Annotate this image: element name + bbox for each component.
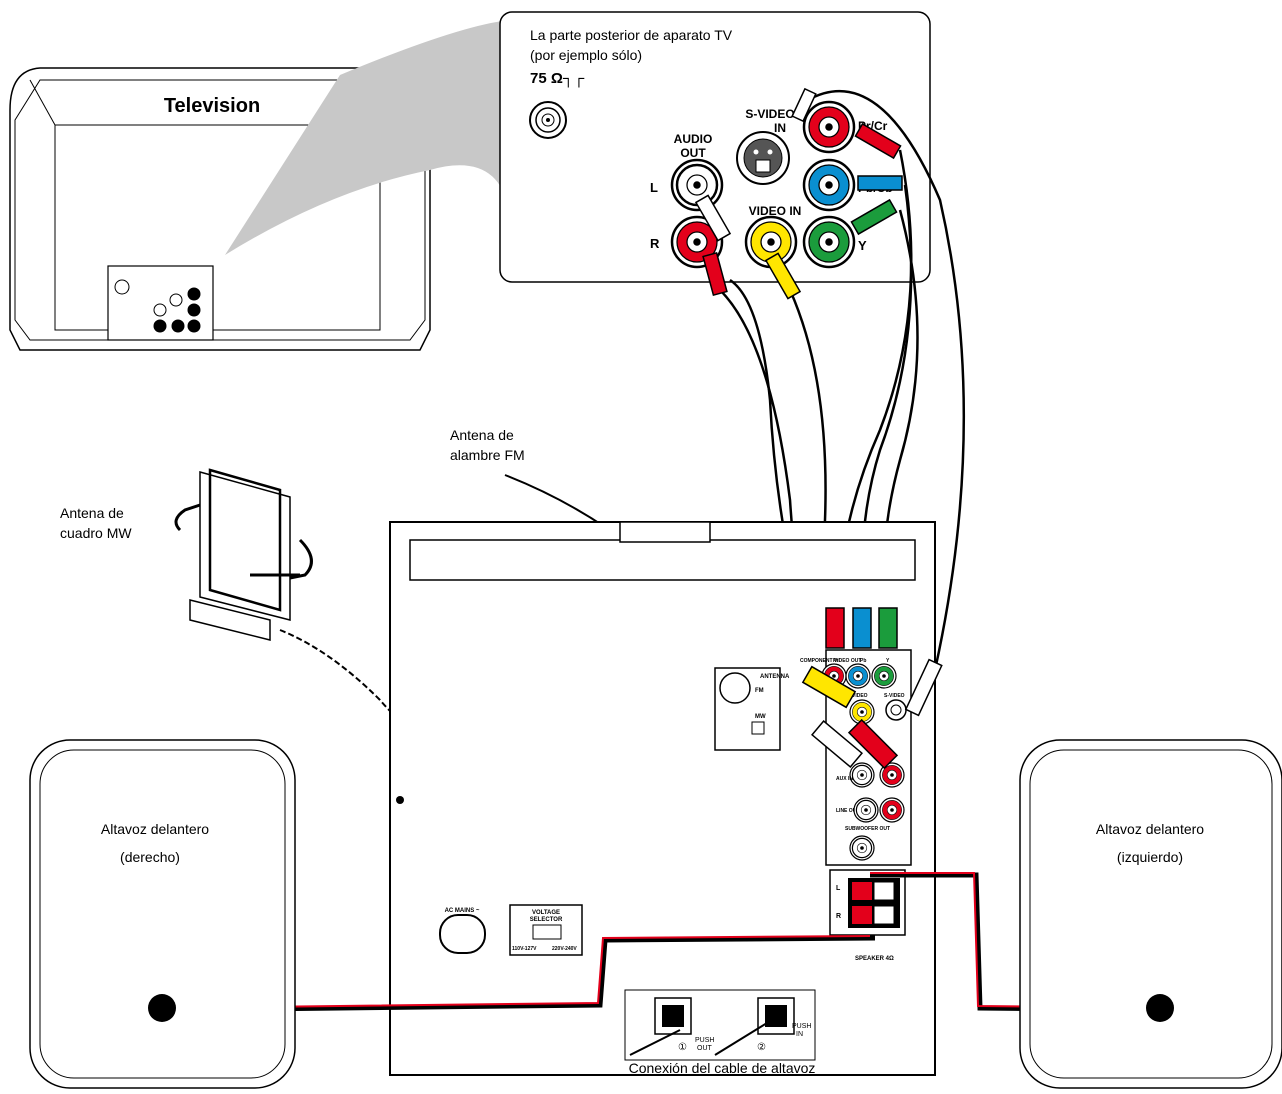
push-out-2: OUT	[697, 1045, 713, 1052]
tv-rear-callout: La parte posterior de aparato TV (por ej…	[499, 11, 931, 283]
callout-wedge	[225, 20, 510, 255]
speaker-right: Altavoz delantero (derecho)	[29, 739, 296, 1089]
unit-comp-y: Y	[886, 658, 890, 664]
unit-svideo-jack	[885, 699, 907, 721]
unit-voltage-2: SELECTOR	[530, 917, 563, 923]
mw-antenna-label-2: cuadro MW	[60, 525, 132, 541]
unit-speaker-r: R	[836, 913, 841, 920]
unit-voltage-high: 220V-240V	[552, 946, 577, 952]
video-in-label: VIDEO IN	[749, 204, 802, 218]
right-label: R	[650, 236, 660, 251]
y-label: Y	[858, 238, 867, 253]
unit-video: VIDEO	[852, 693, 868, 699]
push-out-num: ①	[678, 1042, 687, 1053]
unit-voltage-1: VOLTAGE	[532, 910, 560, 916]
unit-fm: FM	[755, 688, 764, 694]
unit-line-out: LINE OUT	[836, 808, 859, 814]
callout-title-line1: La parte posterior de aparato TV	[530, 27, 733, 43]
tv-title: Television	[164, 95, 260, 117]
speaker-left: Altavoz delantero (izquierdo)	[1019, 739, 1282, 1089]
coax-socket	[529, 101, 567, 139]
antenna-75-label: 75 Ω┐┌	[530, 70, 585, 88]
speaker-connection-label: Conexión del cable de altavoz	[629, 1060, 816, 1076]
unit-subwoofer-jack	[849, 835, 875, 861]
unit-speaker: SPEAKER 4Ω	[855, 956, 894, 962]
unit-comp-pb: Pb	[860, 658, 866, 664]
speaker-right-label-2: (derecho)	[120, 849, 180, 865]
unit-mw: MW	[755, 714, 766, 720]
svideo-socket	[736, 131, 790, 185]
y-socket	[802, 215, 856, 269]
push-in-1: PUSH	[792, 1023, 811, 1030]
unit-component: COMPONENT VIDEO OUT	[800, 658, 861, 664]
speaker-left-label-2: (izquierdo)	[1117, 849, 1183, 865]
speaker-left-label-1: Altavoz delantero	[1096, 821, 1204, 837]
speaker-right-label-1: Altavoz delantero	[101, 821, 209, 837]
unit-subwoofer-out: SUBWOOFER OUT	[845, 826, 890, 832]
audio-out-label-2: OUT	[680, 146, 706, 160]
unit-ac-mains: AC MAINS ~	[445, 908, 480, 914]
speaker-connection-inset: ① PUSH OUT ② PUSH IN Conexión del cable …	[624, 989, 816, 1076]
push-out-1: PUSH	[695, 1037, 714, 1044]
callout-title-line2: (por ejemplo sólo)	[530, 47, 642, 63]
pr-socket	[802, 100, 856, 154]
audio-out-label-1: AUDIO	[674, 132, 713, 146]
svideo-label-2: IN	[774, 121, 786, 135]
unit-y-jack	[871, 663, 897, 689]
fm-antenna-label-2: alambre FM	[450, 447, 525, 463]
unit-comp-pr: Pr	[833, 658, 838, 664]
push-in-2: IN	[796, 1031, 803, 1038]
mw-loop-antenna	[174, 468, 313, 641]
unit-svideo: S-VIDEO	[884, 693, 905, 699]
unit-line-l-jack	[853, 797, 879, 823]
tv-side-plugs	[694, 87, 903, 300]
pb-socket	[802, 158, 856, 212]
unit-aux-in: AUX IN	[836, 776, 853, 782]
fm-antenna-label-1: Antena de	[450, 427, 514, 443]
unit-voltage-low: 110V-127V	[512, 946, 537, 952]
push-in-num: ②	[757, 1042, 766, 1053]
unit-speaker-l: L	[836, 885, 841, 892]
unit-antenna: ANTENNA	[760, 674, 790, 680]
unit-side-plugs	[801, 607, 943, 770]
unit-line-r-jack	[879, 797, 905, 823]
mw-antenna-label-1: Antena de	[60, 505, 124, 521]
unit-pb-jack	[845, 663, 871, 689]
svideo-label-1: S-VIDEO	[745, 107, 794, 121]
left-label: L	[650, 180, 658, 195]
unit-aux-l-jack	[849, 762, 875, 788]
